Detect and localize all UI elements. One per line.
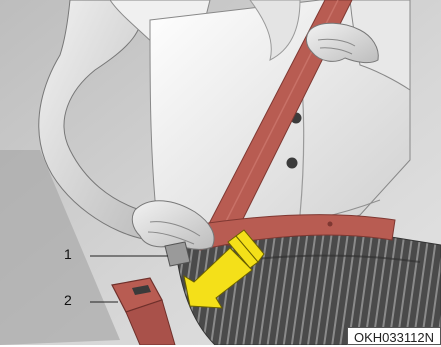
belt-stitch: [328, 222, 333, 227]
callout-2-label: 2: [64, 292, 72, 308]
callout-1-label: 1: [64, 246, 72, 262]
tongue-plate: [165, 242, 190, 266]
button-2: [287, 158, 298, 169]
figure-code: OKH033112N: [347, 327, 441, 345]
